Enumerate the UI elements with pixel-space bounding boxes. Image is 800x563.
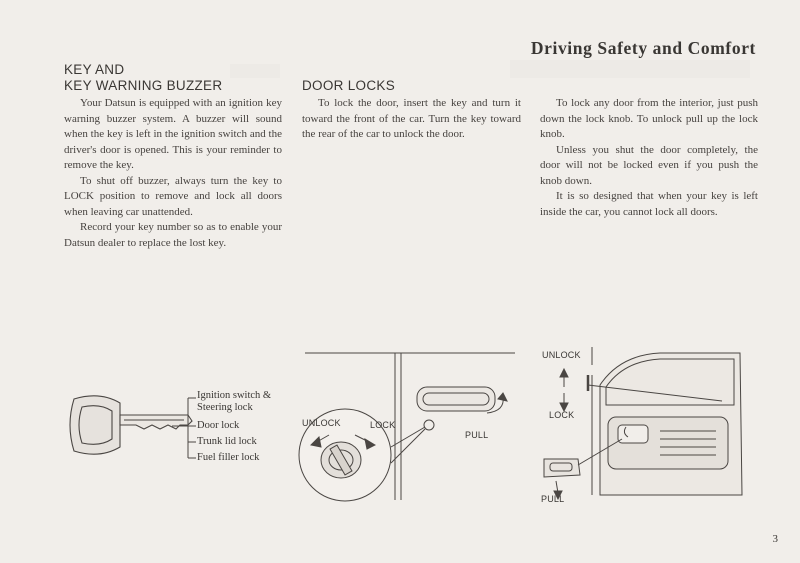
key-body: Your Datsun is equipped with an ignition…	[64, 96, 282, 251]
door-pull-label: PULL	[465, 430, 489, 440]
interior-paragraph: It is so designed that when your key is …	[540, 190, 758, 218]
interior-lock-label: LOCK	[549, 410, 575, 420]
key-paragraph: To shut off buzzer, always turn the key …	[64, 174, 282, 218]
label-ignition-switch: Ignition switch &	[197, 390, 272, 401]
interior-door-illustration	[543, 347, 743, 501]
key-heading-line1: KEY AND	[64, 62, 125, 77]
door-locks-heading: DOOR LOCKS	[302, 78, 396, 93]
door-locks-paragraph: To lock the door, insert the key and tur…	[302, 97, 521, 140]
interior-pull-label: PULL	[541, 494, 565, 504]
key-paragraph: Your Datsun is equipped with an ignition…	[64, 97, 282, 171]
door-unlock-label: UNLOCK	[302, 418, 341, 428]
label-trunk-lid-lock: Trunk lid lock	[197, 436, 257, 447]
section-title: Driving Safety and Comfort	[530, 38, 756, 58]
label-steering-lock: Steering lock	[197, 402, 253, 413]
bleed-through-shade	[230, 64, 280, 78]
door-lock-label: LOCK	[370, 420, 396, 430]
bleed-through-shade	[510, 60, 750, 78]
page-number: 3	[772, 533, 779, 545]
key-paragraph: Record your key number so as to enable y…	[64, 221, 282, 249]
interior-unlock-label: UNLOCK	[542, 350, 581, 360]
door-locks-body: To lock the door, insert the key and tur…	[302, 96, 521, 143]
interior-paragraph: Unless you shut the door completely, the…	[540, 143, 758, 187]
interior-paragraph: To lock any door from the interior, just…	[540, 97, 758, 140]
door-lock-illustration	[298, 352, 515, 502]
key-label-bracket	[172, 397, 196, 459]
key-heading: KEY AND KEY WARNING BUZZER	[64, 62, 222, 94]
label-door-lock: Door lock	[197, 420, 240, 431]
label-fuel-filler-lock: Fuel filler lock	[197, 452, 260, 463]
key-heading-line2: KEY WARNING BUZZER	[64, 78, 223, 93]
interior-body: To lock any door from the interior, just…	[540, 96, 758, 220]
